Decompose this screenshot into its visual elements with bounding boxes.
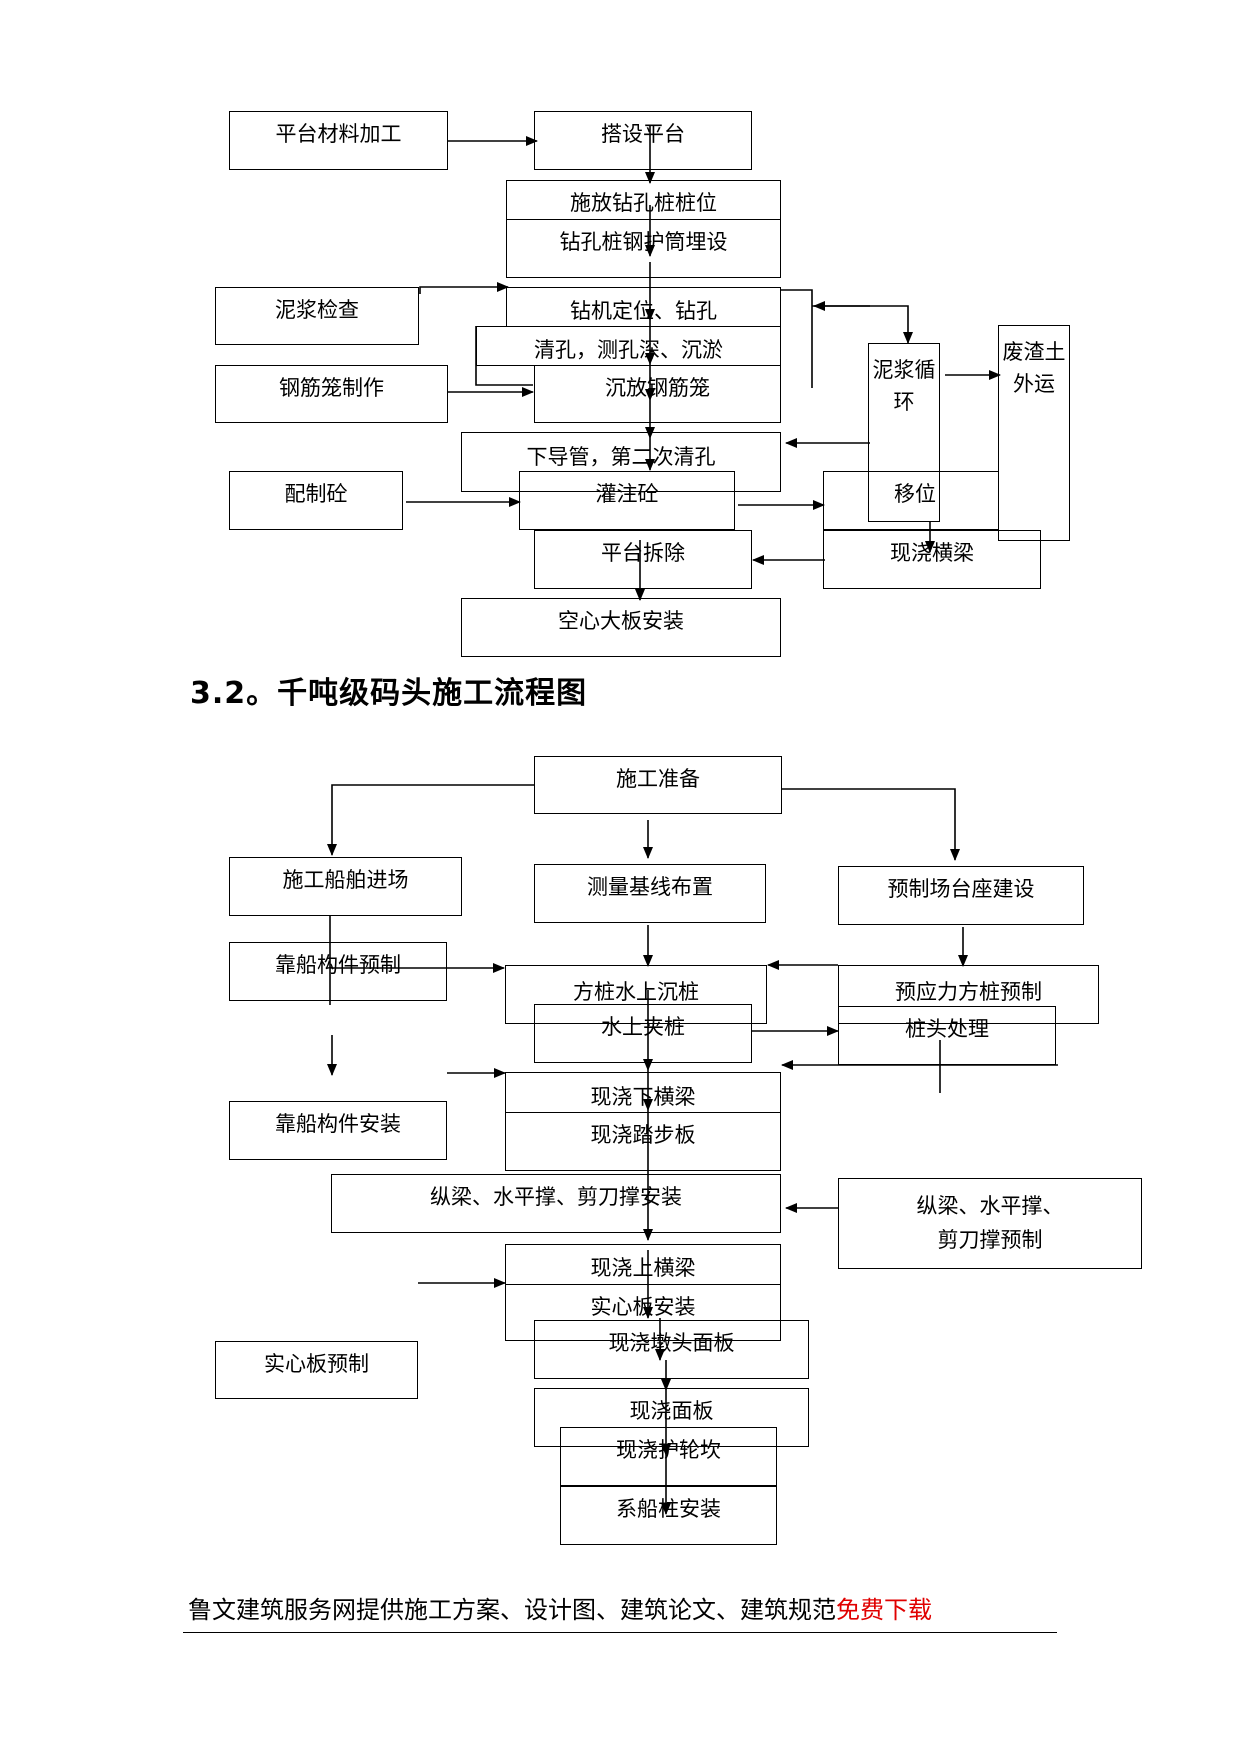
arrow-prep-to-ship	[327, 784, 535, 856]
node-prestressed-pile: 预应力方桩预制	[838, 965, 1099, 1024]
section-heading: 3.2。千吨级码头施工流程图	[190, 676, 588, 711]
node-upper-beam: 现浇上横梁	[505, 1244, 781, 1285]
node-build-platform: 搭设平台	[534, 111, 752, 170]
node-cage-fabrication: 钢筋笼制作	[215, 365, 448, 423]
node-fender-install: 靠船构件安装	[229, 1101, 447, 1160]
footer-notice: 鲁文建筑服务网提供施工方案、设计图、建筑论文、建筑规范免费下载	[188, 1590, 932, 1625]
node-bollard: 系船柱安装	[560, 1486, 777, 1545]
node-deck: 现浇面板	[534, 1388, 809, 1447]
node-survey: 测量基线布置	[534, 864, 766, 923]
node-platform-material: 平台材料加工	[229, 111, 448, 170]
node-rig-positioning: 钻机定位、钻孔	[506, 287, 781, 327]
node-prep: 施工准备	[534, 756, 782, 814]
node-longitudinal-prefab: 纵梁、水平撑、剪刀撑预制	[838, 1178, 1142, 1269]
node-cast-crossbeam: 现浇横梁	[823, 530, 1041, 589]
node-pile-driving: 方桩水上沉桩	[505, 965, 767, 1024]
node-mud-check: 泥浆检查	[215, 287, 419, 345]
footer-divider	[183, 1632, 1057, 1633]
node-rig-move: 移位	[823, 471, 999, 530]
node-platform-removal: 平台拆除	[534, 530, 752, 589]
node-waste-removal: 废渣土外运	[998, 325, 1070, 541]
footer-download-link[interactable]: 免费下载	[836, 1596, 932, 1624]
line-right-of-rig	[780, 289, 813, 388]
arrow-mud-check	[419, 282, 509, 294]
arrow-prep-to-yard	[782, 788, 960, 861]
node-casing-burying: 钻孔桩钢护筒埋设	[506, 219, 781, 278]
node-pile-head: 桩头处理	[838, 1006, 1056, 1065]
node-hollow-slab: 空心大板安装	[461, 598, 781, 657]
node-concrete-mix: 配制砼	[229, 471, 403, 530]
node-solid-slab-prefab: 实心板预制	[215, 1341, 418, 1399]
node-tremie-second-clean: 下导管，第二次清孔	[461, 432, 781, 492]
node-curb: 现浇护轮坎	[560, 1427, 777, 1486]
node-pier-head: 现浇墩头面板	[534, 1320, 809, 1379]
node-lower-beam: 现浇下横梁	[505, 1072, 781, 1113]
node-fender-prefab: 靠船构件预制	[229, 942, 447, 1001]
node-ship-entry: 施工船舶进场	[229, 857, 462, 916]
node-stake-position: 施放钻孔桩桩位	[506, 180, 781, 220]
node-cage-lowering: 沉放钢筋笼	[534, 365, 781, 423]
arrow-circulation-top	[812, 305, 913, 344]
node-mud-circulation: 泥浆循环	[868, 343, 940, 522]
node-longitudinal: 纵梁、水平撑、剪刀撑安装	[331, 1174, 781, 1233]
node-solid-slab-install: 实心板安装	[505, 1284, 781, 1341]
node-steps: 现浇踏步板	[505, 1112, 781, 1171]
node-pour-concrete: 灌注砼	[519, 471, 735, 530]
node-hole-cleaning: 清孔，测孔深、沉淤	[476, 326, 781, 366]
node-pile-clamp: 水上夹桩	[534, 1004, 752, 1063]
footer-text: 鲁文建筑服务网提供施工方案、设计图、建筑论文、建筑规范	[188, 1596, 836, 1624]
node-yard-build: 预制场台座建设	[838, 866, 1084, 925]
